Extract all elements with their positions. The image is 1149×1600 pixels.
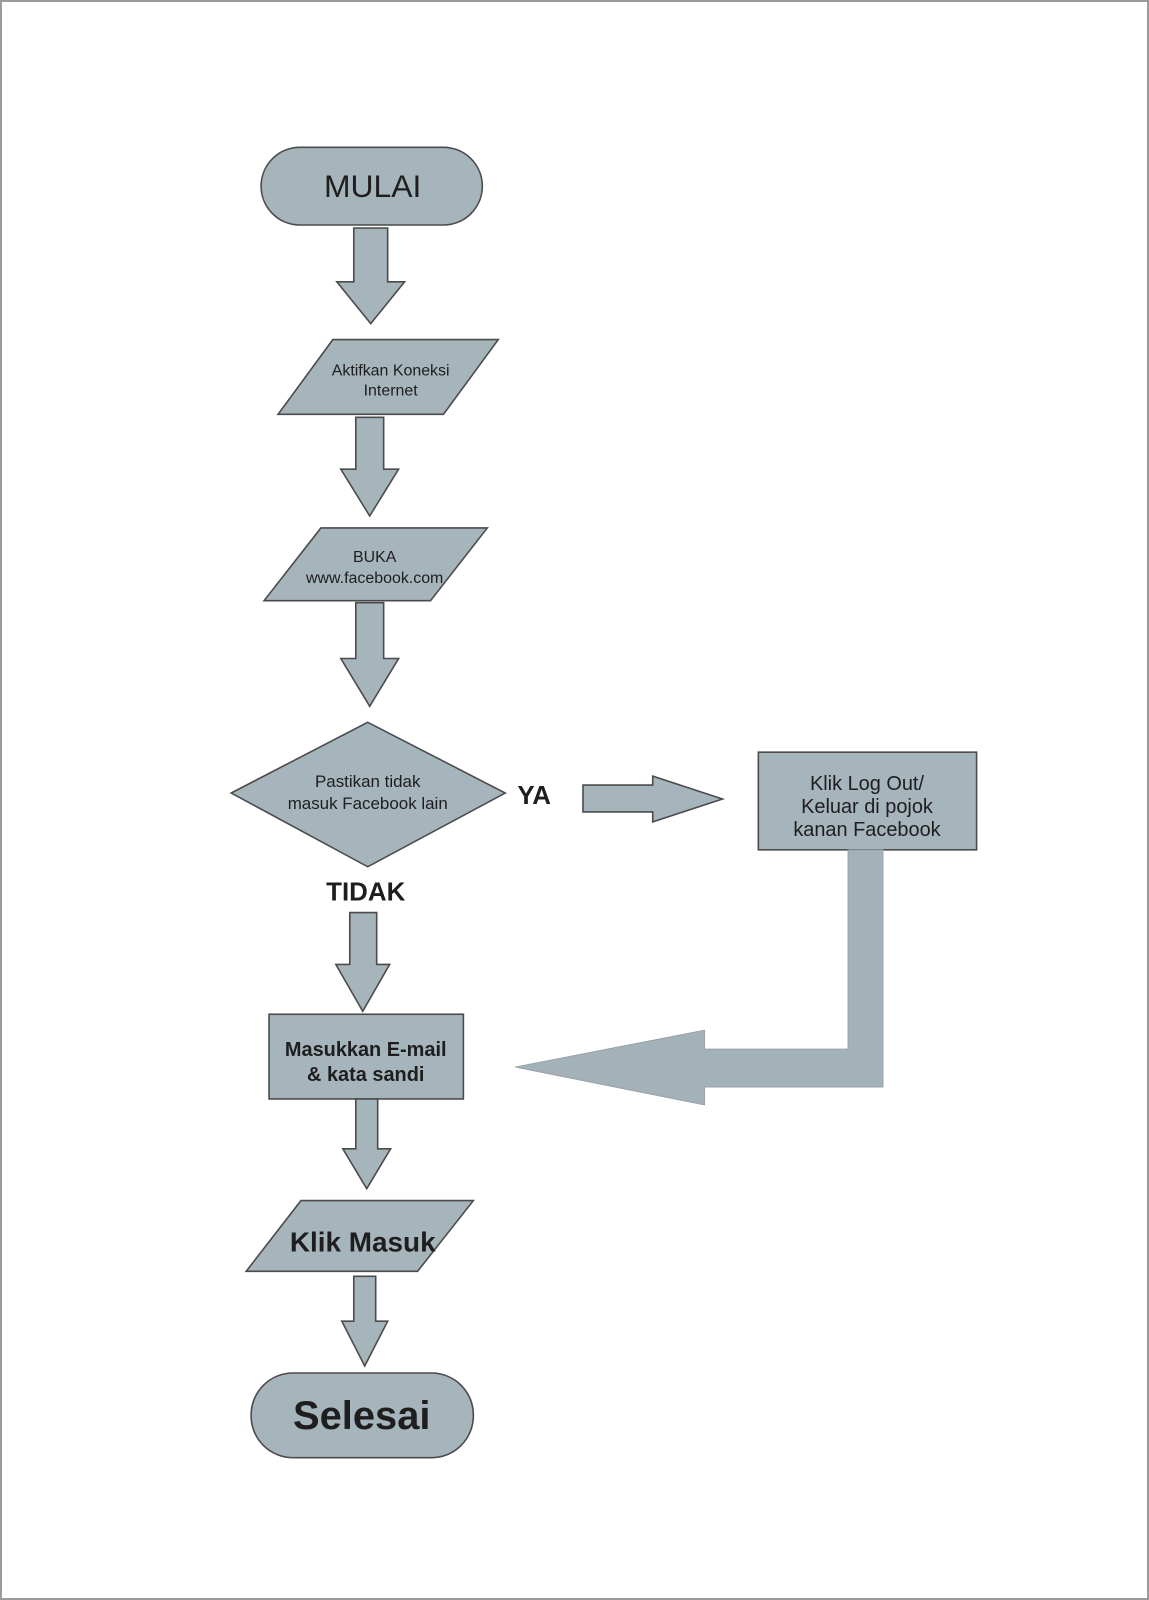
- connector-decision-to-logout-arrow: [582, 774, 726, 824]
- activate-internet-label-line1: Aktifkan Koneksi: [332, 362, 450, 379]
- node-click-login: Klik Masuk: [244, 1199, 475, 1273]
- connector-open-to-decision-arrow: [339, 601, 401, 708]
- activate-internet-io-shape: [276, 338, 500, 416]
- open-facebook-io-shape: [262, 527, 489, 602]
- branch-label-no: TIDAK: [326, 879, 405, 907]
- end-terminator-shape: [250, 1372, 475, 1459]
- open-facebook-label-line1: BUKA: [353, 549, 397, 566]
- logout-label-line2: Keluar di pojok: [801, 796, 933, 818]
- check-other-login-label-line2: masuk Facebook lain: [288, 794, 448, 813]
- logout-label-line3: kanan Facebook: [793, 819, 940, 841]
- branch-label-yes: YA: [517, 782, 551, 810]
- check-other-login-label-line1: Pastikan tidak: [315, 772, 421, 791]
- click-login-io-shape: [244, 1199, 475, 1273]
- connector-credentials-to-login-arrow: [341, 1098, 393, 1191]
- start-terminator-shape: [260, 146, 484, 226]
- connector-activate-to-open-arrow: [339, 416, 401, 518]
- check-other-login-decision-shape: [229, 721, 507, 868]
- click-login-label: Klik Masuk: [290, 1226, 436, 1257]
- enter-credentials-label-line1: Masukkan E-mail: [285, 1039, 447, 1061]
- node-start: MULAI: [260, 146, 484, 226]
- node-enter-credentials: Masukkan E-mail & kata sandi: [268, 1013, 465, 1100]
- node-check-other-login: Pastikan tidak masuk Facebook lain: [229, 721, 507, 868]
- logout-label-line1: Klik Log Out/: [810, 773, 925, 795]
- connector-start-to-activate-arrow: [335, 227, 407, 325]
- node-logout: Klik Log Out/ Keluar di pojok kanan Face…: [757, 751, 978, 851]
- end-label: Selesai: [293, 1394, 430, 1438]
- node-open-facebook: BUKA www.facebook.com: [262, 527, 489, 602]
- connector-login-to-end-arrow: [340, 1275, 389, 1368]
- logout-process-shape: [757, 751, 978, 851]
- enter-credentials-label-line2: & kata sandi: [307, 1064, 424, 1086]
- open-facebook-label-line2: www.facebook.com: [305, 570, 443, 587]
- enter-credentials-process-shape: [268, 1013, 465, 1100]
- activate-internet-label-line2: Internet: [364, 382, 419, 399]
- connector-decision-to-credentials-arrow: [334, 911, 392, 1013]
- node-activate-internet: Aktifkan Koneksi Internet: [276, 338, 500, 416]
- start-label: MULAI: [324, 168, 421, 204]
- connector-logout-to-credentials-arrow: [515, 849, 884, 1106]
- node-end: Selesai: [250, 1372, 475, 1459]
